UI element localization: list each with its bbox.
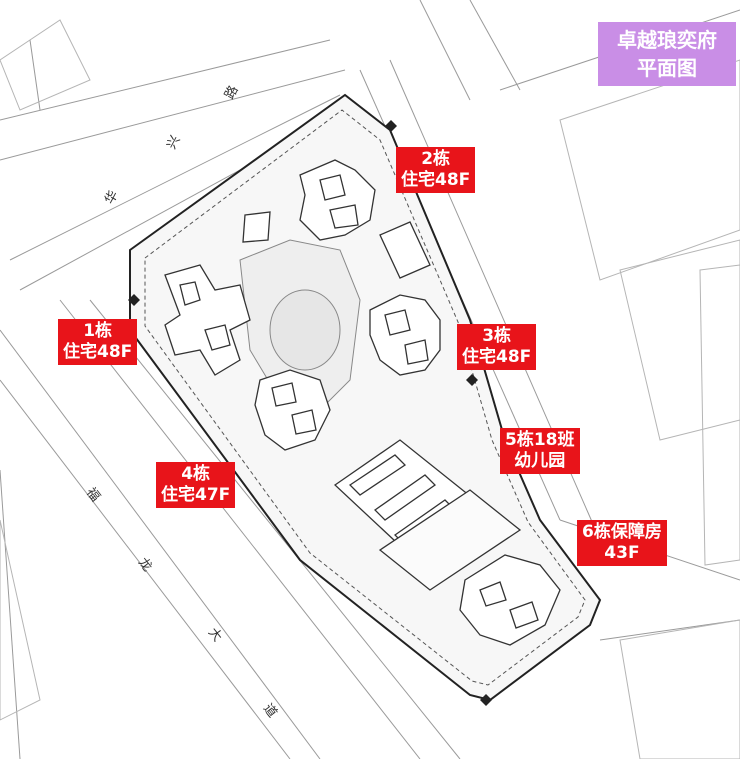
building-3-desc: 住宅48F xyxy=(462,347,532,367)
building-1-footprint xyxy=(164,264,251,376)
building-6-desc: 43F xyxy=(604,543,640,563)
building-footprints xyxy=(164,159,561,646)
road-north-char-3: 路 xyxy=(221,83,241,102)
entrance-markers xyxy=(128,120,492,706)
building-label-1: 1栋 住宅48F xyxy=(58,319,138,365)
building-4-number: 4栋 xyxy=(181,464,211,484)
guard-house xyxy=(242,211,271,243)
building-5-footprint xyxy=(333,439,522,591)
road-north-char-1: 华 xyxy=(102,188,121,207)
building-5-number: 5栋18班 xyxy=(505,430,575,450)
building-2-number: 2栋 xyxy=(421,149,451,169)
road-sw-char-3: 大 xyxy=(205,625,225,644)
site-inner-boundary xyxy=(144,109,586,686)
building-1-number: 1栋 xyxy=(83,321,113,341)
road-sw-char-1: 福 xyxy=(83,485,103,504)
building-2-desc: 住宅48F xyxy=(401,170,471,190)
building-label-6: 6栋保障房 43F xyxy=(577,520,667,566)
context-blocks xyxy=(0,19,740,759)
building-4-footprint xyxy=(254,369,331,451)
project-title: 卓越琅奕府 平面图 xyxy=(598,22,736,86)
building-label-3: 3栋 住宅48F xyxy=(457,324,537,370)
building-3-footprint xyxy=(369,294,441,376)
ancillary-building xyxy=(379,221,431,279)
building-2-footprint xyxy=(299,159,376,241)
landscape-area xyxy=(239,239,361,411)
building-5-desc: 幼儿园 xyxy=(514,451,566,471)
building-label-5: 5栋18班 幼儿园 xyxy=(500,428,580,474)
building-1-desc: 住宅48F xyxy=(63,342,133,362)
project-title-sub: 平面图 xyxy=(637,56,697,80)
road-north-char-2: 兴 xyxy=(164,133,183,152)
building-6-footprint xyxy=(459,554,561,646)
road-sw-char-2: 龙 xyxy=(135,555,155,574)
building-label-2: 2栋 住宅48F xyxy=(396,147,476,193)
building-4-desc: 住宅47F xyxy=(161,485,231,505)
building-label-4: 4栋 住宅47F xyxy=(156,462,236,508)
road-sw-char-4: 道 xyxy=(260,701,280,720)
building-6-number: 6栋保障房 xyxy=(582,522,662,542)
project-title-name: 卓越琅奕府 xyxy=(617,28,717,52)
building-3-number: 3栋 xyxy=(482,326,512,346)
